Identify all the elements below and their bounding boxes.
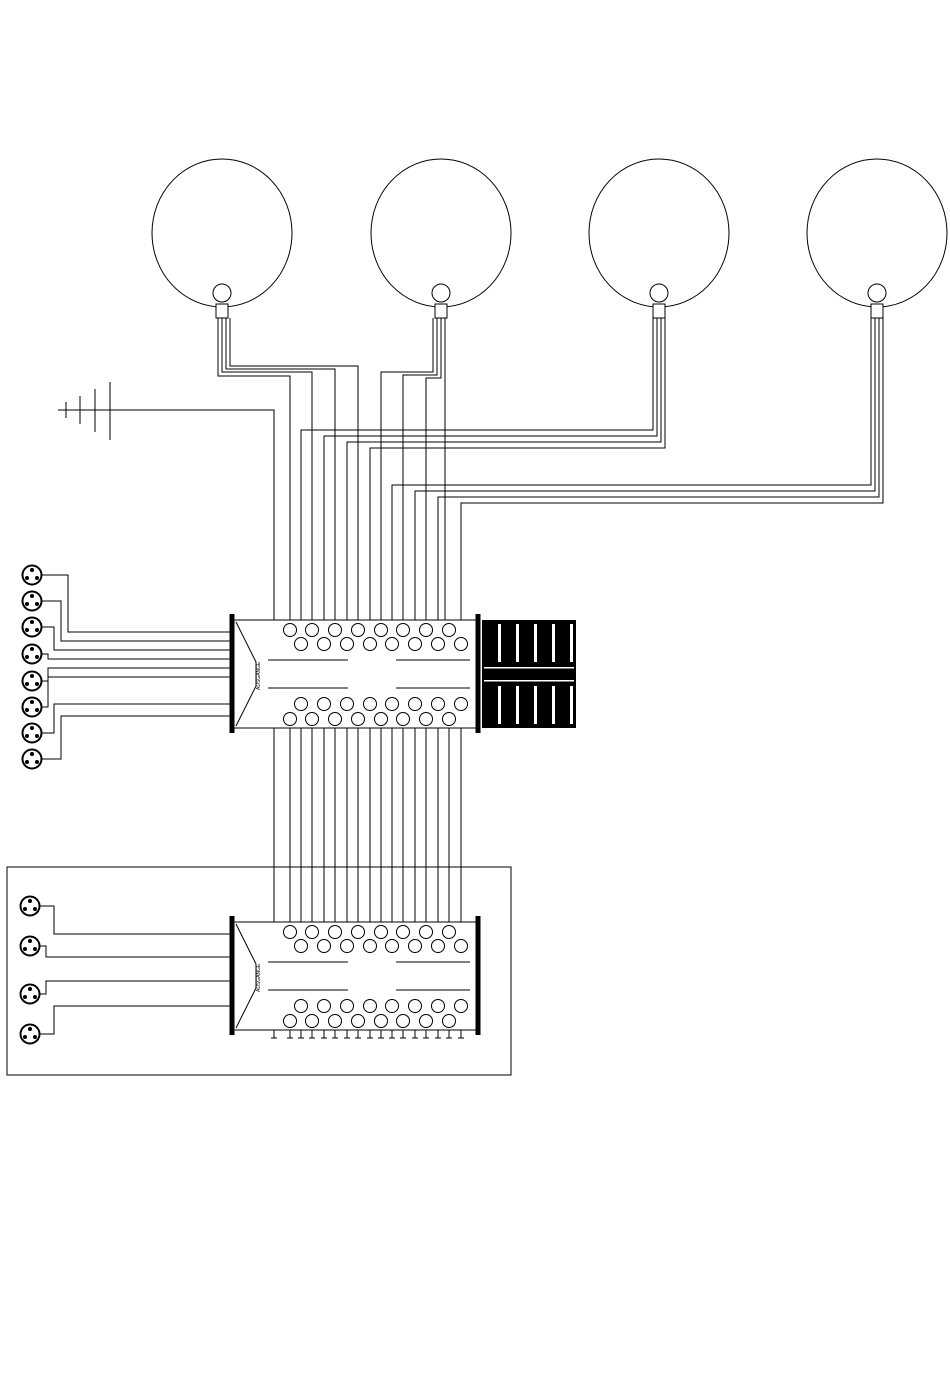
trunk-cables xyxy=(274,728,461,922)
tv-socket-icon xyxy=(21,937,40,956)
satellite-dish-2 xyxy=(371,159,511,318)
outputs-label: AUSGANGE xyxy=(256,661,262,690)
tv-socket-icon xyxy=(23,592,42,611)
input-ports xyxy=(284,624,468,651)
tv-socket-icon xyxy=(23,750,42,769)
satellite-dish-1 xyxy=(152,159,292,318)
multiswitch-cascade: AUSGANGE xyxy=(232,916,478,1035)
input-ports xyxy=(284,926,468,953)
lnb-icon xyxy=(432,284,450,302)
lnb-icon xyxy=(650,284,668,302)
tv-socket-icon xyxy=(23,698,42,717)
pass-through-ports xyxy=(284,698,468,726)
lnb-cables xyxy=(218,318,883,620)
lnb-icon xyxy=(213,284,231,302)
outputs-label: AUSGANGE xyxy=(256,963,262,992)
multiswitch-main: AUSGANGE xyxy=(232,614,478,733)
tv-socket-icon xyxy=(23,645,42,664)
tv-sockets-cascade xyxy=(21,897,40,1044)
lnb-icon xyxy=(868,284,886,302)
tv-socket-icon xyxy=(23,618,42,637)
power-supply-icon xyxy=(482,620,576,728)
satellite-dish-3 xyxy=(589,159,729,318)
tv-socket-icon xyxy=(23,672,42,691)
tv-sockets-main xyxy=(23,566,42,769)
tv-socket-icon xyxy=(21,985,40,1004)
antenna-icon xyxy=(58,382,274,620)
tv-socket-icon xyxy=(21,897,40,916)
tv-socket-icon xyxy=(21,1025,40,1044)
output-cables-cascade xyxy=(40,906,232,1034)
output-cables-main xyxy=(42,575,232,759)
terminators xyxy=(271,1030,464,1038)
tv-socket-icon xyxy=(23,724,42,743)
tv-socket-icon xyxy=(23,566,42,585)
pass-through-ports xyxy=(284,1000,468,1028)
satellite-dish-4 xyxy=(807,159,947,318)
